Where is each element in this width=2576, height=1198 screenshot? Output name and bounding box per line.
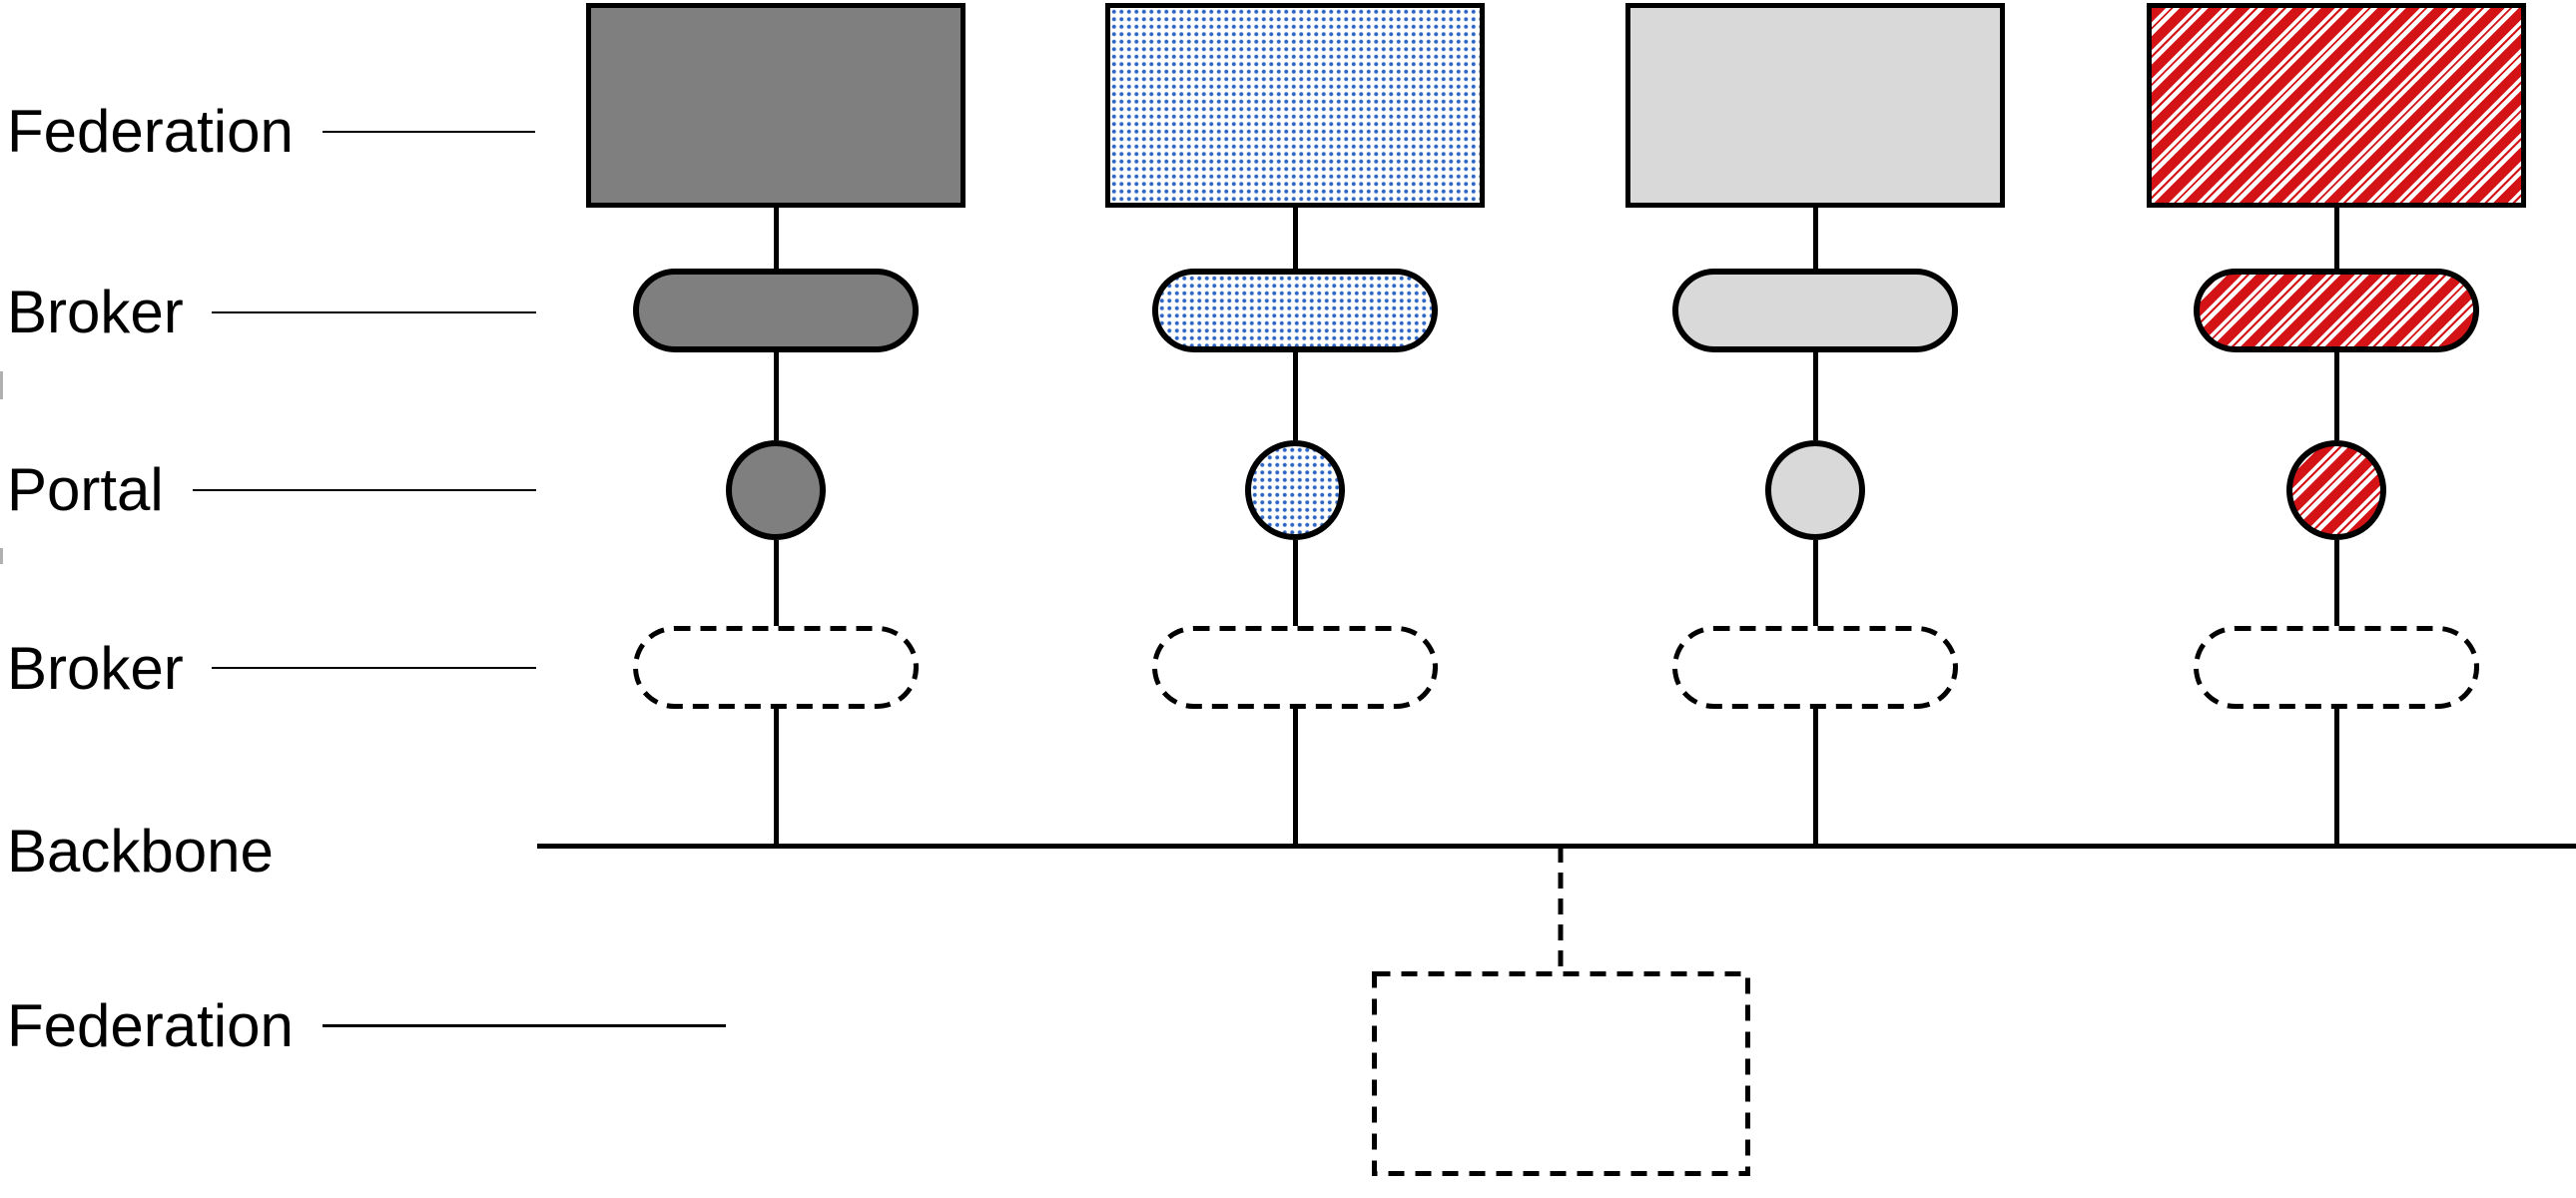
connector-rect-pill-2 — [1292, 208, 1298, 269]
row-label-broker-top: Broker — [7, 279, 184, 345]
edge-broker-dashed-pill-3 — [1672, 626, 1958, 709]
connector-rect-pill-4 — [2333, 208, 2339, 269]
connector-pill-circle-1 — [773, 352, 779, 440]
federation-rect-4 — [2147, 3, 2526, 208]
leader-line-federation-external — [322, 1024, 726, 1027]
edge-broker-dashed-pill-2 — [1152, 626, 1438, 709]
connector-circle-edge-broker-4 — [2333, 540, 2339, 626]
connector-rect-pill-3 — [1812, 208, 1818, 269]
edge-broker-dashed-pill-4 — [2194, 626, 2479, 709]
federation-rect-1 — [586, 3, 966, 208]
row-label-federation-external: Federation — [7, 992, 294, 1059]
edge-broker-dashed-pill-1 — [633, 626, 919, 709]
leader-line-portal — [193, 489, 536, 491]
leader-line-federation-top — [322, 131, 535, 133]
connector-pill-circle-3 — [1812, 352, 1818, 440]
leader-line-broker-edge — [212, 667, 536, 669]
connector-edge-broker-backbone-2 — [1292, 709, 1298, 847]
connector-circle-edge-broker-2 — [1292, 540, 1298, 626]
broker-pill-2 — [1152, 269, 1438, 352]
edge-artifact — [0, 548, 3, 564]
backbone-to-external-federation-connector — [1558, 847, 1564, 972]
broker-pill-4 — [2194, 269, 2479, 352]
row-label-portal: Portal — [7, 456, 164, 523]
row-label-federation-top: Federation — [7, 98, 294, 165]
broker-pill-1 — [633, 269, 919, 352]
portal-circle-4 — [2286, 440, 2386, 540]
connector-rect-pill-1 — [773, 208, 779, 269]
row-label-backbone: Backbone — [7, 818, 274, 885]
portal-circle-1 — [726, 440, 826, 540]
row-label-broker-edge: Broker — [7, 635, 184, 702]
connector-pill-circle-2 — [1292, 352, 1298, 440]
portal-circle-3 — [1765, 440, 1865, 540]
connector-edge-broker-backbone-1 — [773, 709, 779, 847]
federation-rect-3 — [1625, 3, 2005, 208]
external-federation-dashed-rect — [1372, 971, 1750, 1176]
connector-edge-broker-backbone-4 — [2333, 709, 2339, 847]
connector-edge-broker-backbone-3 — [1812, 709, 1818, 847]
connector-circle-edge-broker-1 — [773, 540, 779, 626]
leader-line-broker-top — [212, 311, 536, 313]
portal-circle-2 — [1245, 440, 1345, 540]
connector-circle-edge-broker-3 — [1812, 540, 1818, 626]
edge-artifact — [0, 371, 3, 399]
broker-pill-3 — [1672, 269, 1958, 352]
federation-rect-2 — [1105, 3, 1485, 208]
connector-pill-circle-4 — [2333, 352, 2339, 440]
backbone-line — [537, 844, 2576, 849]
